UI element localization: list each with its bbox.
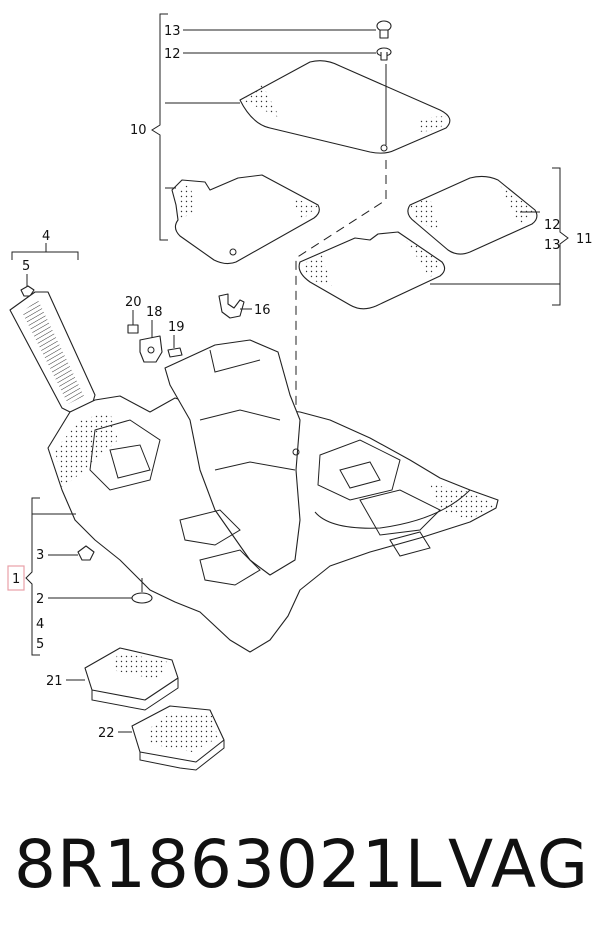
callout-20: 20	[125, 295, 142, 310]
rear-mat-left[interactable]	[298, 231, 446, 310]
callout-10: 10	[130, 123, 147, 138]
callout-16: 16	[254, 303, 271, 318]
part-number: 8R1863021L	[14, 826, 443, 903]
grommet-2[interactable]	[131, 592, 153, 604]
callout-3: 3	[36, 548, 44, 563]
callout-1-highlight	[7, 565, 25, 591]
bracket-10	[151, 13, 168, 241]
callout-19: 19	[168, 320, 185, 335]
screw-20[interactable]	[127, 324, 139, 334]
bracket-11	[552, 167, 569, 306]
callout-11: 11	[576, 232, 593, 247]
bracket-18[interactable]	[139, 335, 163, 363]
floor-carpet[interactable]	[47, 339, 499, 653]
front-mat-passenger[interactable]	[171, 174, 320, 265]
callout-2: 2	[36, 592, 44, 607]
brand-name: VAG	[448, 826, 591, 903]
callout-12-right: 12	[544, 218, 561, 233]
rear-mat-group	[298, 175, 538, 310]
callout-4-bottom: 4	[36, 617, 44, 632]
callout-12-top: 12	[164, 47, 181, 62]
parts-diagram: 13 12 10 12 13 11 4 5 20 18 19 16	[7, 13, 593, 771]
clip-5[interactable]	[20, 285, 35, 297]
front-mat-group	[171, 60, 451, 265]
insulation-pad-21[interactable]	[84, 647, 179, 711]
fastener-3[interactable]	[77, 545, 95, 561]
clip-16[interactable]	[218, 293, 245, 319]
callout-5-top: 5	[22, 259, 30, 274]
callout-13-right: 13	[544, 238, 561, 253]
callout-5-bottom: 5	[36, 637, 44, 652]
insulation-pad-22[interactable]	[131, 705, 225, 771]
callout-4-top: 4	[42, 229, 50, 244]
callout-13-top: 13	[164, 24, 181, 39]
callout-22: 22	[98, 726, 115, 741]
fastener-top[interactable]	[376, 20, 392, 61]
callout-1: 1	[12, 572, 20, 587]
callout-18: 18	[146, 305, 163, 320]
callout-21: 21	[46, 674, 63, 689]
rear-mat-right[interactable]	[407, 175, 538, 255]
front-mat-driver[interactable]	[239, 60, 451, 154]
bracket-1	[25, 497, 40, 656]
bolt-19[interactable]	[167, 347, 183, 358]
